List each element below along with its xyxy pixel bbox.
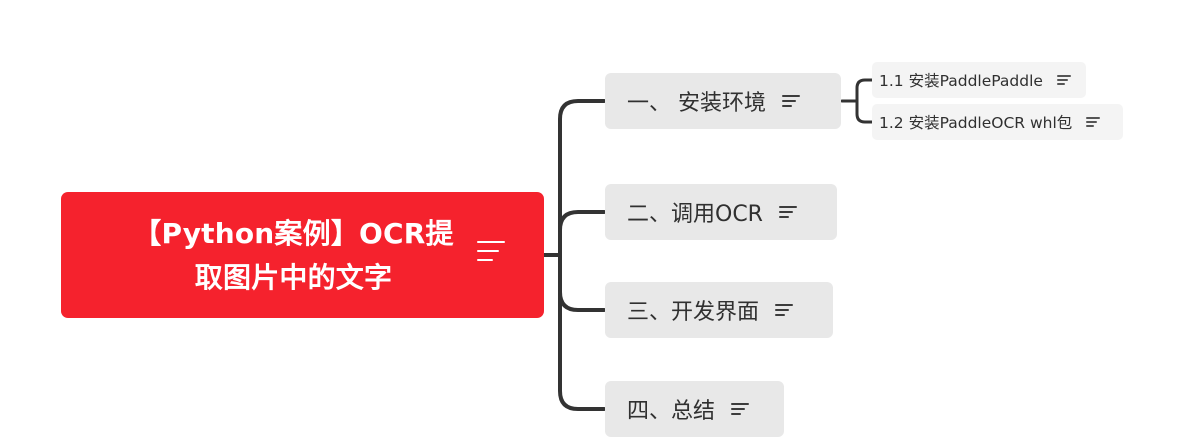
branch-topic-summary[interactable]: 四、总结 xyxy=(605,381,784,437)
note-icon[interactable] xyxy=(775,304,794,316)
note-icon[interactable] xyxy=(731,403,750,415)
branch-topic-label: 二、调用OCR xyxy=(627,202,763,227)
note-icon[interactable] xyxy=(778,206,797,218)
subtopic-label: 1.2 安装PaddleOCR whl包 xyxy=(879,114,1073,132)
root-topic-line-2: 取图片中的文字 xyxy=(194,261,393,294)
root-topic[interactable]: 【Python案例】OCR提 取图片中的文字 xyxy=(61,192,544,318)
branch-topic-label: 一、 安装环境 xyxy=(627,91,766,116)
note-icon[interactable] xyxy=(1086,117,1101,127)
connector-lines xyxy=(542,78,874,411)
note-icon[interactable] xyxy=(782,95,800,107)
subtopic-install-paddleocr-whl[interactable]: 1.2 安装PaddleOCR whl包 xyxy=(872,104,1123,140)
root-topic-title: 【Python案例】OCR提 取图片中的文字 xyxy=(121,212,466,300)
branch-topic-label: 四、总结 xyxy=(627,399,716,424)
note-icon[interactable] xyxy=(477,241,505,261)
subtopic-install-paddlepaddle[interactable]: 1.1 安装PaddlePaddle xyxy=(872,62,1086,98)
branch-topic-label: 三、开发界面 xyxy=(627,300,760,325)
root-topic-line-1: 【Python案例】OCR提 xyxy=(133,217,454,250)
branch-topic-install-env[interactable]: 一、 安装环境 xyxy=(605,73,841,129)
branch-topic-develop-ui[interactable]: 三、开发界面 xyxy=(605,282,833,338)
subtopic-label: 1.1 安装PaddlePaddle xyxy=(879,72,1043,90)
branch-topic-call-ocr[interactable]: 二、调用OCR xyxy=(605,184,837,240)
note-icon[interactable] xyxy=(1056,75,1071,85)
